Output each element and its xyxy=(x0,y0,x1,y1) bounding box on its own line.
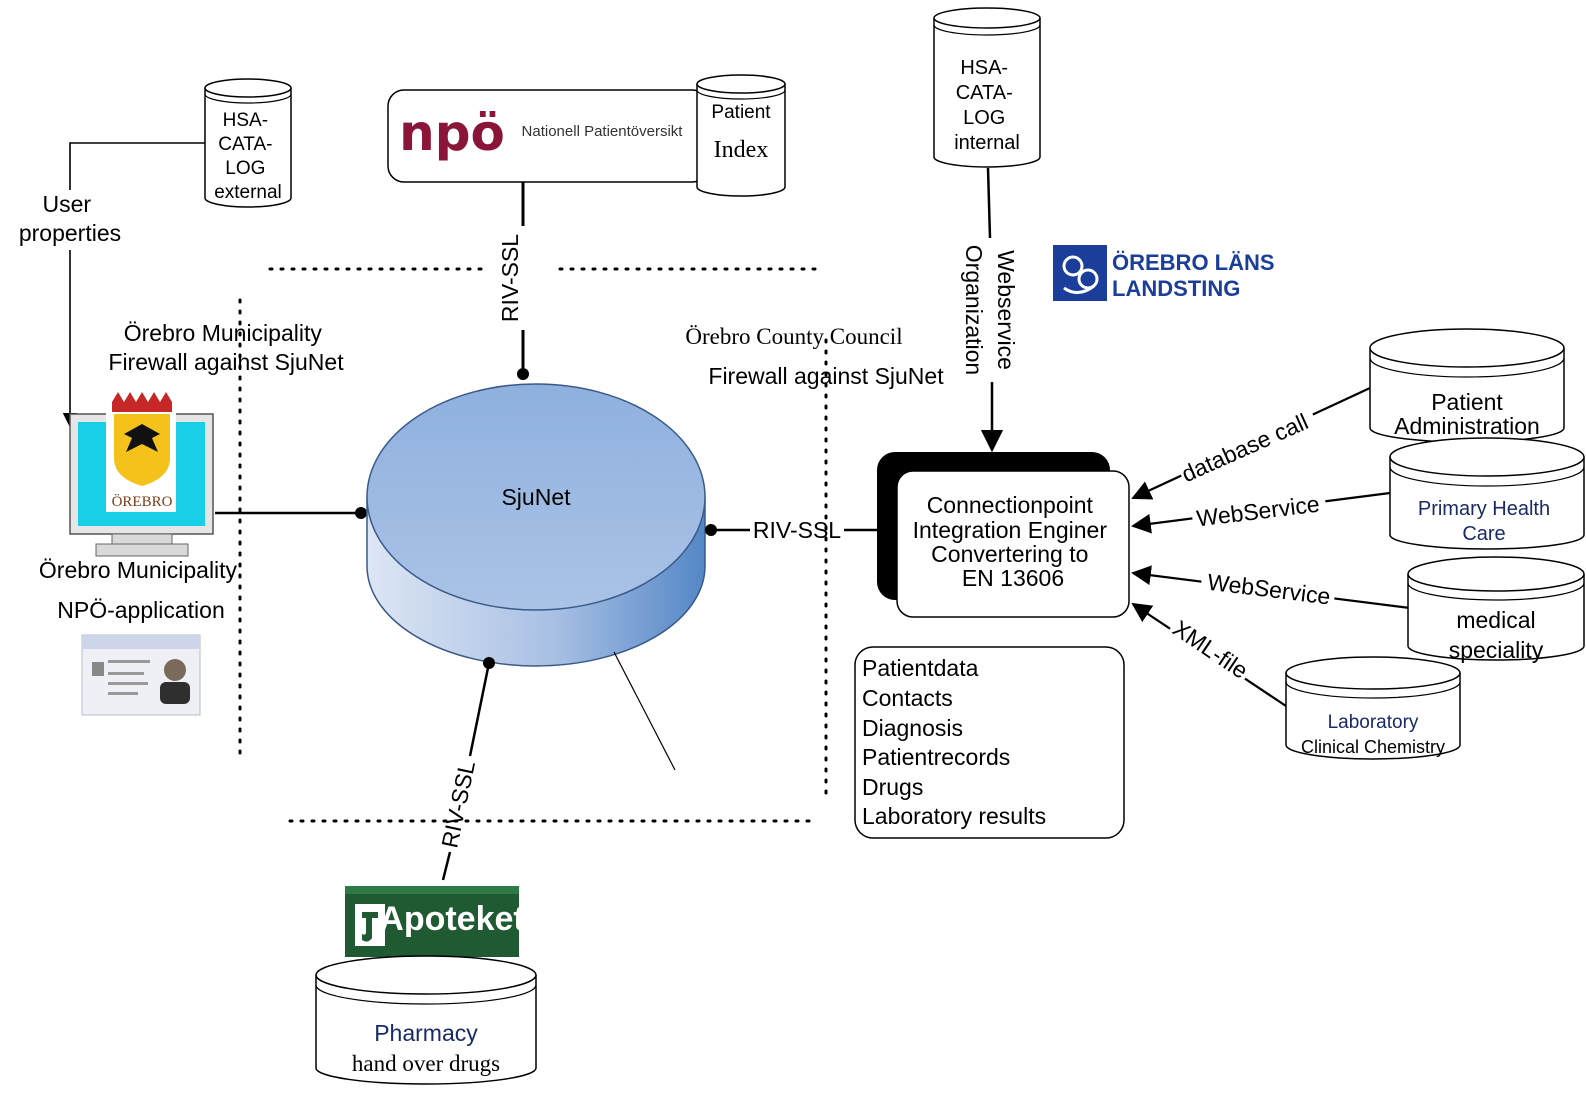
client-sjunet-link xyxy=(215,507,367,519)
hsa-external-line-2: CATA- xyxy=(218,134,272,155)
webservice-1-label: WebService xyxy=(1195,491,1321,532)
hsa-external-line-3: LOG xyxy=(225,158,265,179)
svg-text:hand over drugs: hand over drugs xyxy=(352,1051,500,1076)
firewall-dotted-lines xyxy=(238,267,828,823)
svg-text:Connectionpoint Integrat: Connectionpoint Integration Enginer Conv… xyxy=(913,492,1114,591)
id-card-icon xyxy=(81,634,201,716)
svg-text:Patient: Patient xyxy=(1431,389,1503,415)
sjunet-network: SjuNet xyxy=(366,383,706,667)
client-line-2: NPÖ-application xyxy=(57,597,224,623)
webservice-organization-link: Webservice Organization xyxy=(961,167,1019,453)
svg-text:medical: medical xyxy=(1456,607,1535,633)
riv-ssl-right-label: RIV-SSL xyxy=(753,517,841,543)
pharmacy-db: Pharmacy hand over drugs xyxy=(315,955,537,1085)
svg-text:ÖREBRO LÄNS: ÖREBRO LÄNS xyxy=(1112,250,1275,275)
npo-national-patient-overview: npö Nationell Patientöversikt xyxy=(387,89,709,183)
webservice-label: Webservice xyxy=(993,250,1019,370)
svg-text:HSA- CATA- LOG: HSA- CATA- LOG internal xyxy=(954,57,1020,154)
apoteket-sign: Apoteket xyxy=(345,886,525,957)
riv-ssl-bottom-label: RIV-SSL xyxy=(436,758,480,850)
hsa-catalog-internal: HSA- CATA- LOG internal xyxy=(933,7,1041,168)
patientdata-box: Patientdata Contacts Diagnosis Patientre… xyxy=(854,646,1125,839)
svg-text:Pharmacy: Pharmacy xyxy=(374,1020,478,1046)
hsa-external-line-4: external xyxy=(214,182,282,203)
svg-text:ÖREBRO: ÖREBRO xyxy=(112,493,173,510)
svg-text:Apoteket: Apoteket xyxy=(379,900,524,938)
county-firewall-label: Firewall against SjuNet xyxy=(708,363,944,389)
svg-text:Patientdata Contacts: Patientdata Contacts Diagnosis Patientre… xyxy=(862,655,1046,829)
svg-text:Administration: Administration xyxy=(1394,413,1540,439)
xml-file-label: XML-file xyxy=(1168,615,1252,684)
svg-text:Care: Care xyxy=(1462,523,1505,545)
svg-text:HSA- CATA- LOG: HSA- CATA- LOG external xyxy=(214,110,282,203)
user-properties-label: User properties xyxy=(19,191,121,246)
connectionpoint-integration-engine: Connectionpoint Integration Enginer Conv… xyxy=(877,452,1130,618)
orebro-crest-icon: ÖREBRO xyxy=(106,390,176,512)
npo-logo: npö xyxy=(399,104,505,162)
client-line-1: Örebro Municipality xyxy=(39,557,238,583)
patient-administration-db: Patient Administration xyxy=(1369,328,1565,443)
apoteket-logo-icon xyxy=(355,904,385,946)
npo-sjunet-link: RIV-SSL xyxy=(497,182,529,380)
svg-text:Clinical Chemistry: Clinical Chemistry xyxy=(1301,737,1445,757)
webservice-2-label: WebService xyxy=(1206,569,1332,610)
npo-name: Nationell Patientöversikt xyxy=(522,123,684,140)
sjunet-pharmacy-link: RIV-SSL xyxy=(436,657,495,881)
connector-labels: database call WebService WebService XML-… xyxy=(1164,403,1337,687)
database-call-label: database call xyxy=(1178,408,1312,487)
municipality-firewall-label: Örebro Municipality Firewall against Sju… xyxy=(108,320,344,375)
svg-text:Index: Index xyxy=(714,137,769,163)
svg-text:Primary Health: Primary Health xyxy=(1418,498,1550,520)
sjunet-pointer-line xyxy=(613,651,676,771)
organization-label: Organization xyxy=(961,245,987,375)
sjunet-connectionpoint-link: RIV-SSL xyxy=(705,517,877,543)
svg-text:LANDSTING: LANDSTING xyxy=(1112,276,1240,301)
hsa-external-line-1: HSA- xyxy=(223,110,268,131)
svg-text:Patient: Patient xyxy=(711,102,771,123)
riv-ssl-top-label: RIV-SSL xyxy=(497,234,523,322)
county-council-label: Örebro County Council xyxy=(685,324,902,349)
medical-speciality-db: medical speciality xyxy=(1407,556,1585,663)
user-properties-connector xyxy=(62,142,205,428)
hsa-catalog-external: HSA- CATA- LOG external xyxy=(204,78,292,208)
svg-text:speciality: speciality xyxy=(1449,637,1544,663)
sjunet-label: SjuNet xyxy=(501,484,571,510)
primary-health-care-db: Primary Health Care xyxy=(1389,437,1585,550)
orebro-lans-landsting-logo: ÖREBRO LÄNS LANDSTING xyxy=(1053,245,1275,301)
laboratory-db: Laboratory Clinical Chemistry xyxy=(1285,656,1461,760)
patient-index-cylinder: Patient Index xyxy=(696,74,786,197)
municipality-client-computer: ÖREBRO Örebro Municipality NPÖ-applicati… xyxy=(39,390,238,716)
svg-text:Laboratory: Laboratory xyxy=(1328,712,1419,733)
